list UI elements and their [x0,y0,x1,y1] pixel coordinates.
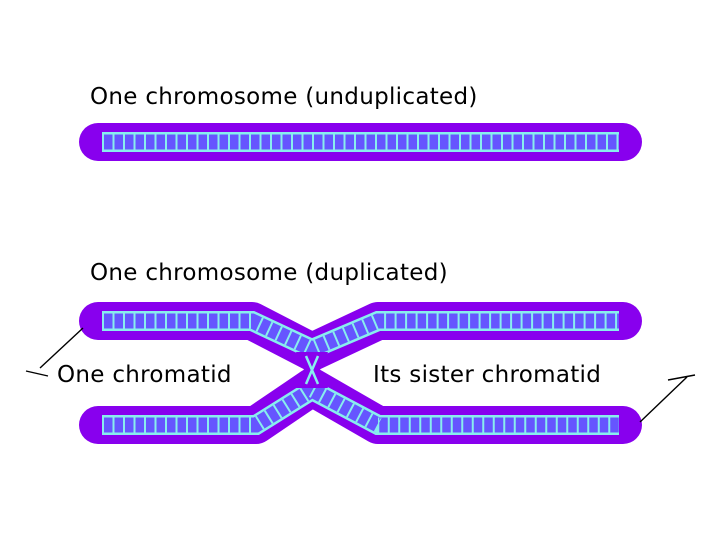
one-chromatid-label: One chromatid [57,362,232,388]
sister-chromatid-label: Its sister chromatid [373,362,602,388]
one-chromatid-leader-line [25,327,84,377]
lower-chromatid [79,368,642,444]
upper-chromatid [79,302,642,371]
unduplicated-chromosome-title: One chromosome (unduplicated) [90,84,478,110]
lower-chromatid-core [102,381,619,433]
duplicated-chromosome-title: One chromosome (duplicated) [90,260,448,286]
upper-chromatid-bands [102,313,619,358]
sister-chromatid-leader-line [639,374,696,423]
centromere-cross [304,355,320,385]
